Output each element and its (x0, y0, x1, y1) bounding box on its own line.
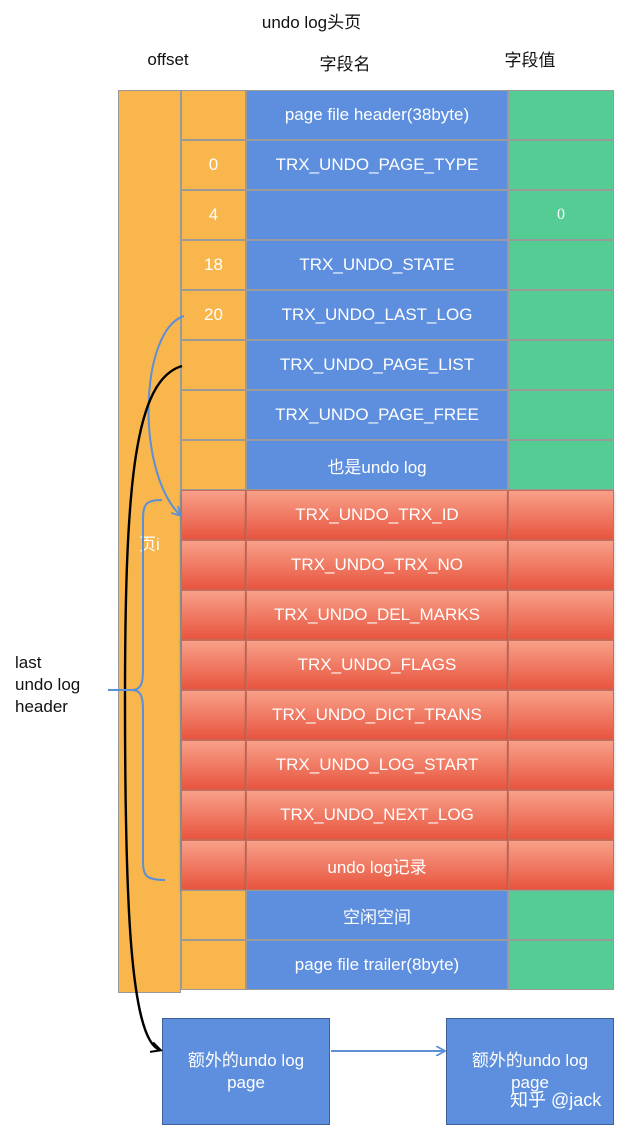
field-value-cell (508, 740, 614, 790)
field-value-cell (508, 490, 614, 540)
field-value-cell (508, 840, 614, 890)
offset-cell (181, 940, 246, 990)
offset-cell (181, 740, 246, 790)
field-name-cell: TRX_UNDO_PAGE_TYPE (246, 140, 508, 190)
page-list-pointer-arrow (123, 364, 183, 1050)
offset-cell (181, 390, 246, 440)
field-row: TRX_UNDO_FLAGS (181, 640, 614, 690)
offset-cell: 18 (181, 240, 246, 290)
field-row: TRX_UNDO_PAGE_FREE (181, 390, 614, 440)
watermark: 知乎 @jack (510, 1090, 602, 1110)
field-value-cell (508, 140, 614, 190)
field-value-cell (508, 540, 614, 590)
field-name-cell: undo log记录 (246, 840, 508, 890)
field-value-cell (508, 340, 614, 390)
field-value-cell (508, 640, 614, 690)
offset-cell (181, 590, 246, 640)
field-name-cell: TRX_UNDO_DEL_MARKS (246, 590, 508, 640)
field-name-cell: TRX_UNDO_PAGE_FREE (246, 390, 508, 440)
field-value-cell (508, 240, 614, 290)
offset-cell: 0 (181, 140, 246, 190)
field-row: TRX_UNDO_PAGE_LIST (181, 340, 614, 390)
field-name-cell: TRX_UNDO_FLAGS (246, 640, 508, 690)
offset-cell (181, 890, 246, 940)
offset-cell (181, 540, 246, 590)
last-undo-log-header-label: last undo log header (15, 653, 81, 716)
field-name-cell: TRX_UNDO_LAST_LOG (246, 290, 508, 340)
field-row: 空闲空间 (181, 890, 614, 940)
field-value-cell (508, 590, 614, 640)
offset-cell (181, 490, 246, 540)
field-name-cell: 也是undo log (246, 440, 508, 490)
offset-cell: 4 (181, 190, 246, 240)
field-row: page file header(38byte) (181, 90, 614, 140)
field-name-cell: TRX_UNDO_LOG_START (246, 740, 508, 790)
field-value-cell: 0 (508, 190, 614, 240)
field-value-cell (508, 890, 614, 940)
field-row: TRX_UNDO_LOG_START (181, 740, 614, 790)
field-name-cell: TRX_UNDO_DICT_TRANS (246, 690, 508, 740)
field-value-cell (508, 690, 614, 740)
extra-undo-log-page-2: 额外的undo log page (446, 1018, 614, 1125)
offset-cell (181, 840, 246, 890)
field-value-cell (508, 90, 614, 140)
field-name-cell: TRX_UNDO_TRX_NO (246, 540, 508, 590)
offset-cell (181, 340, 246, 390)
header-brace (131, 499, 166, 881)
last-log-pointer-arrow (147, 315, 185, 515)
field-name-cell: page file trailer(8byte) (246, 940, 508, 990)
offset-cell: 20 (181, 290, 246, 340)
diagram-title: undo log头页 (261, 13, 362, 32)
field-row: TRX_UNDO_TRX_ID (181, 490, 614, 540)
header-field-name: 字段名 (319, 55, 371, 74)
page-i-label: 页i (139, 535, 160, 554)
field-row: TRX_UNDO_DEL_MARKS (181, 590, 614, 640)
field-row: page file trailer(8byte) (181, 940, 614, 990)
field-value-cell (508, 940, 614, 990)
field-name-cell: TRX_UNDO_STATE (246, 240, 508, 290)
field-row: TRX_UNDO_NEXT_LOG (181, 790, 614, 840)
field-row: 也是undo log (181, 440, 614, 490)
field-value-cell (508, 790, 614, 840)
offset-cell (181, 90, 246, 140)
field-name-cell: TRX_UNDO_PAGE_LIST (246, 340, 508, 390)
field-row: TRX_UNDO_DICT_TRANS (181, 690, 614, 740)
field-row: undo log记录 (181, 840, 614, 890)
field-name-cell (246, 190, 508, 240)
field-name-cell: TRX_UNDO_NEXT_LOG (246, 790, 508, 840)
field-name-cell: 空闲空间 (246, 890, 508, 940)
field-row: TRX_UNDO_TRX_NO (181, 540, 614, 590)
header-field-value: 字段值 (504, 51, 556, 70)
extra-undo-log-page-1: 额外的undo log page (162, 1018, 330, 1125)
offset-cell (181, 440, 246, 490)
field-value-cell (508, 290, 614, 340)
field-name-cell: TRX_UNDO_TRX_ID (246, 490, 508, 540)
field-value-cell (508, 390, 614, 440)
offset-cell (181, 790, 246, 840)
offset-cell (181, 690, 246, 740)
field-value-cell (508, 440, 614, 490)
offset-cell (181, 640, 246, 690)
field-name-cell: page file header(38byte) (246, 90, 508, 140)
header-offset: offset (147, 50, 189, 69)
